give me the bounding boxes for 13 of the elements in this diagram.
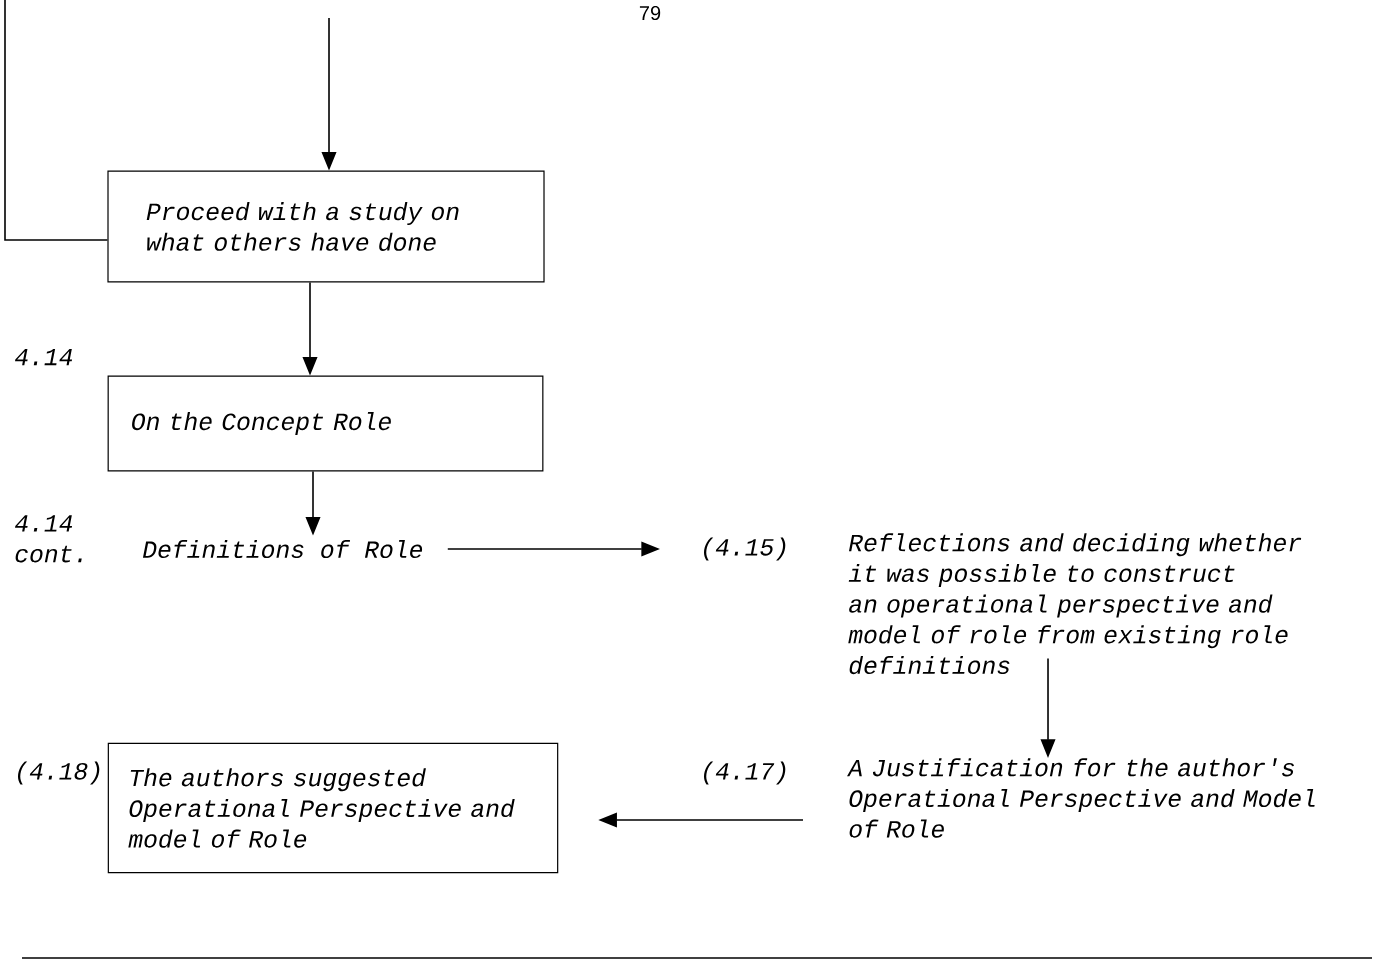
page-number: 79 [639, 5, 661, 21]
section-number: 4.14 cont. [15, 515, 82, 563]
section-number: (4.15) [704, 537, 786, 561]
step-text: Reflections and deciding whether it was possible to construct an operational perspective and model of role from existing role definitions [848, 533, 1302, 675]
section-number: 4.14 [15, 348, 73, 366]
process-box: On the Concept Role [107, 375, 544, 472]
connector-line [4, 0, 109, 241]
step-text: A Justification for the author's Operational Perspective and Model of Role [847, 758, 1315, 838]
process-box: The authors suggested Operational Perspective and model of Role [107, 742, 559, 874]
section-number: (4.18) [18, 761, 100, 785]
process-box: Proceed with a study on what others have done [107, 170, 545, 283]
step-text: Definitions of Role [142, 539, 423, 559]
section-number: (4.17) [704, 761, 786, 785]
